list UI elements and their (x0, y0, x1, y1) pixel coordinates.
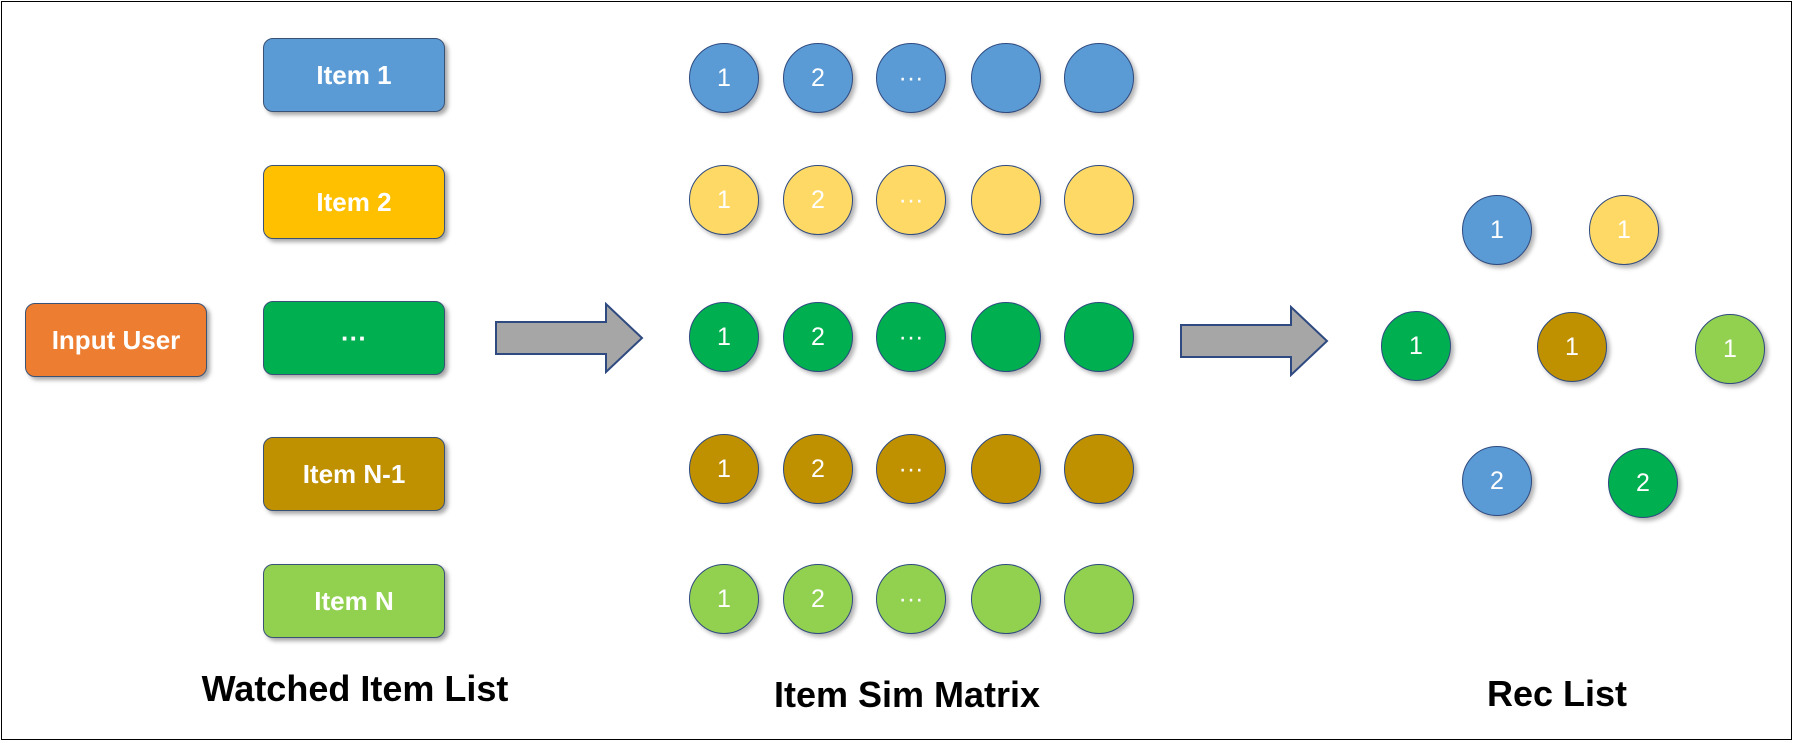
sim-matrix-cell: 2 (783, 302, 853, 372)
sim-matrix-cell: 2 (783, 165, 853, 235)
sim-matrix-cell: ··· (876, 564, 946, 634)
rec-item-circle: 1 (1589, 195, 1659, 265)
sim-matrix-cell: 1 (689, 564, 759, 634)
arrow-to-sim-matrix-icon (495, 302, 644, 374)
rec-item-circle: 1 (1537, 312, 1607, 382)
rec-item-circle: 1 (1695, 314, 1765, 384)
sim-matrix-cell: 1 (689, 434, 759, 504)
rec-item-circle: 2 (1608, 448, 1678, 518)
sim-matrix-cell (1064, 302, 1134, 372)
arrow-to-rec-list-icon (1180, 305, 1329, 377)
sim-matrix-cell (1064, 564, 1134, 634)
item-sim-matrix-label: Item Sim Matrix (773, 674, 1041, 715)
sim-matrix-cell: 2 (783, 564, 853, 634)
rec-list-label: Rec List (1486, 673, 1628, 714)
sim-matrix-cell (971, 165, 1041, 235)
rec-item-circle: 1 (1462, 195, 1532, 265)
sim-matrix-cell: ··· (876, 165, 946, 235)
watched-item-ellipsis: ··· (263, 301, 445, 375)
sim-matrix-cell: 1 (689, 302, 759, 372)
rec-item-circle: 2 (1462, 446, 1532, 516)
sim-matrix-cell (1064, 434, 1134, 504)
watched-item-list-label: Watched Item List (201, 668, 509, 709)
sim-matrix-cell: ··· (876, 434, 946, 504)
watched-item-n: Item N (263, 564, 445, 638)
sim-matrix-cell: 1 (689, 165, 759, 235)
sim-matrix-cell (1064, 165, 1134, 235)
rec-item-circle: 1 (1381, 311, 1451, 381)
sim-matrix-cell (971, 434, 1041, 504)
sim-matrix-cell: ··· (876, 302, 946, 372)
sim-matrix-cell (1064, 43, 1134, 113)
sim-matrix-cell: 2 (783, 434, 853, 504)
input-user-box: Input User (25, 303, 207, 377)
watched-item-2: Item 2 (263, 165, 445, 239)
watched-item-n-minus-1: Item N-1 (263, 437, 445, 511)
watched-item-1: Item 1 (263, 38, 445, 112)
sim-matrix-cell: 1 (689, 43, 759, 113)
sim-matrix-cell (971, 564, 1041, 634)
sim-matrix-cell: ··· (876, 43, 946, 113)
sim-matrix-cell (971, 302, 1041, 372)
sim-matrix-cell (971, 43, 1041, 113)
sim-matrix-cell: 2 (783, 43, 853, 113)
